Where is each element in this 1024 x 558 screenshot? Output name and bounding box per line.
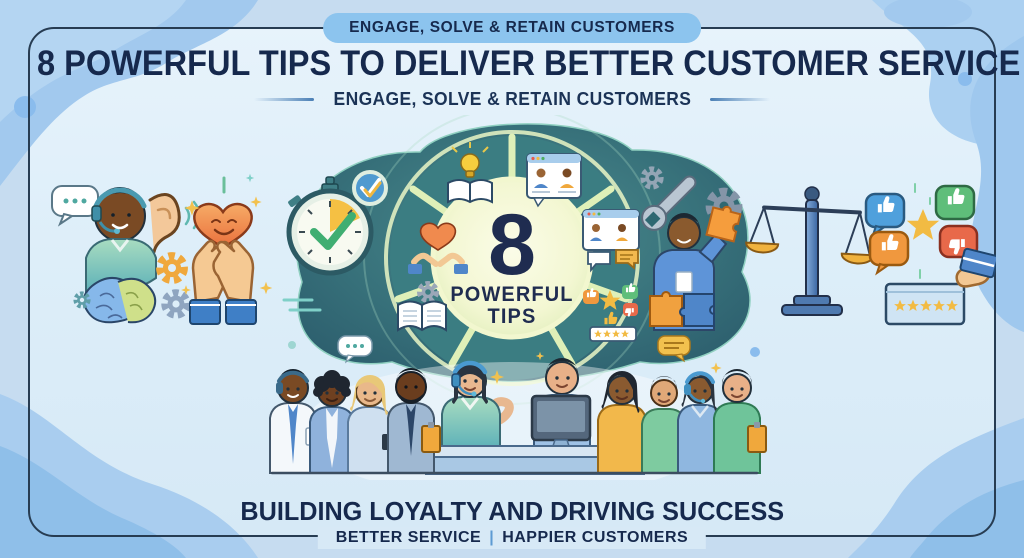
tagline-left: BETTER SERVICE: [335, 529, 482, 546]
empathy-heart-hands-icon: [181, 173, 273, 325]
customer-conversation-icon: [582, 209, 640, 273]
tips-wheel-cloud: [282, 115, 751, 405]
subtitle-row: ENGAGE, SOLVE & RETAIN CUSTOMERS: [0, 89, 1024, 110]
team-member: [641, 376, 687, 474]
idea-book-icon: [447, 142, 493, 204]
knowledge-book-gear-icon: [397, 284, 447, 332]
decor-speech-bubbles: [288, 335, 760, 384]
team-member: [309, 370, 355, 474]
care-heart-hands-icon: [408, 222, 468, 274]
bottom-headline: BUILDING LOYALTY AND DRIVING SUCCESS: [240, 496, 784, 526]
balance-scales-icon: [745, 186, 875, 316]
subtitle-right-line: [710, 98, 771, 101]
team-member: [387, 368, 441, 474]
bottom-tagline: BETTER SERVICE | HAPPIER CUSTOMERS: [317, 527, 707, 549]
customer-service-team: [269, 358, 767, 480]
active-listening-icon: [51, 185, 201, 324]
problem-solving-puzzle-icon: [637, 169, 741, 331]
team-member: [713, 369, 767, 474]
top-badge: ENGAGE, SOLVE & RETAIN CUSTOMERS: [323, 13, 701, 43]
customer-feedback-icon: [864, 183, 996, 326]
team-member: [677, 371, 723, 474]
team-member: [597, 371, 647, 474]
tagline-separator: |: [489, 529, 495, 546]
agent-at-desk: [441, 360, 514, 453]
customer-profiles-icon: [526, 153, 582, 208]
ratings-feedback-icon: [583, 283, 638, 342]
tagline-right: HAPPIER CUSTOMERS: [502, 529, 689, 546]
page-title: 8 POWERFUL TIPS TO DELIVER BETTER CUSTOM…: [37, 44, 1021, 83]
subtitle-left-line: [253, 98, 314, 101]
page-subtitle: ENGAGE, SOLVE & RETAIN CUSTOMERS: [333, 89, 691, 109]
timeliness-stopwatch-icon: [282, 170, 388, 312]
illustration-band: [51, 115, 996, 480]
